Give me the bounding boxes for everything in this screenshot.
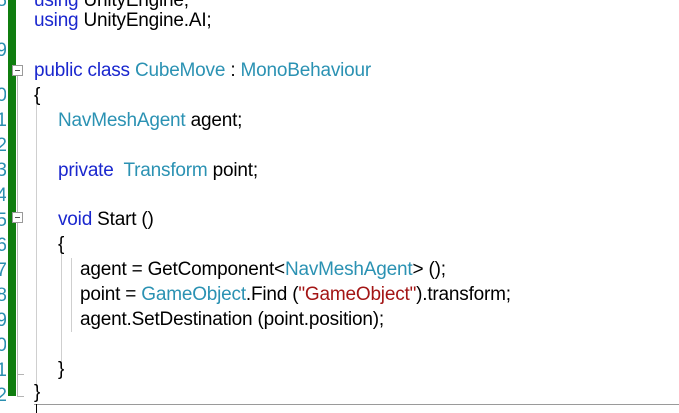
line-number: 6 (0, 235, 6, 256)
line-number: 1 (0, 360, 6, 381)
code-text: agent = GetComponent< (80, 259, 285, 280)
indent-guide (71, 258, 72, 332)
type-name: NavMeshAgent (58, 110, 186, 131)
type-name: MonoBehaviour (240, 60, 372, 81)
keyword: void (58, 209, 93, 230)
indent-guide (36, 88, 37, 388)
code-line-brace[interactable]: } (34, 380, 40, 405)
code-text: agent; (190, 110, 243, 131)
change-marker-bar (8, 0, 16, 396)
line-number: 9 (0, 310, 6, 331)
line-number-gutter: 8 9 0 1 2 3 4 5 6 7 8 9 0 1 2 (0, 0, 6, 413)
class-name: CubeMove (134, 60, 226, 81)
code-line-statement[interactable]: point = GameObject.Find ("GameObject").t… (80, 282, 511, 307)
code-text: agent.SetDestination (point.position); (80, 309, 384, 330)
code-line-using[interactable]: using UnityEngine; (34, 0, 189, 13)
code-text: : (230, 60, 236, 81)
code-text: point = (80, 284, 142, 305)
code-text: .Find ( (245, 284, 299, 305)
code-text: Start () (97, 209, 154, 230)
line-number: 2 (0, 385, 6, 406)
line-number: 7 (0, 260, 6, 281)
code-line-method[interactable]: void Start () (58, 207, 154, 232)
code-line-field[interactable]: private Transform point; (58, 158, 258, 183)
code-text: { (34, 85, 41, 106)
keyword: class (87, 60, 130, 81)
indent-guide (61, 240, 62, 364)
code-text: > (); (412, 259, 446, 280)
keyword: public (34, 60, 83, 81)
code-line-brace[interactable]: { (58, 232, 64, 257)
code-text: } (34, 382, 41, 403)
line-number: 4 (0, 185, 6, 206)
string-literal: "GameObject" (298, 284, 417, 305)
line-number: 8 (0, 285, 6, 306)
fold-end-tick (17, 396, 24, 397)
code-text: UnityEngine; (83, 0, 190, 11)
code-line-statement[interactable]: agent = GetComponent<NavMeshAgent> (); (80, 257, 446, 282)
line-number: 5 (0, 210, 6, 231)
type-name: GameObject (141, 284, 246, 305)
keyword: using (34, 0, 79, 11)
code-text: ).transform; (416, 284, 511, 305)
code-text: point; (212, 160, 258, 181)
editor-bottom-border (34, 404, 679, 405)
type-name: NavMeshAgent (284, 259, 413, 280)
text-caret (36, 404, 37, 413)
collapse-method-icon[interactable] (12, 212, 23, 223)
code-text: } (58, 359, 65, 380)
keyword: using (34, 10, 79, 31)
line-number: 0 (0, 85, 6, 106)
code-line-field[interactable]: NavMeshAgent agent; (58, 108, 242, 133)
code-line-class-declaration[interactable]: public class CubeMove : MonoBehaviour (34, 58, 371, 83)
line-number: 1 (0, 110, 6, 131)
line-number: 9 (0, 40, 6, 61)
code-line-using[interactable]: using UnityEngine.AI; (34, 8, 212, 33)
fold-end-tick (17, 374, 24, 375)
code-line-statement[interactable]: agent.SetDestination (point.position); (80, 307, 384, 332)
code-text: { (58, 234, 65, 255)
line-number: 2 (0, 135, 6, 156)
collapse-class-icon[interactable] (12, 65, 23, 76)
code-text: UnityEngine.AI; (83, 10, 212, 31)
code-line-brace[interactable]: } (58, 357, 64, 382)
line-number: 0 (0, 335, 6, 356)
code-line-brace[interactable]: { (34, 83, 40, 108)
fold-guide-line (17, 76, 18, 396)
line-number: 8 (0, 0, 6, 11)
type-name: Transform (123, 160, 208, 181)
keyword: private (58, 160, 114, 181)
line-number: 3 (0, 160, 6, 181)
